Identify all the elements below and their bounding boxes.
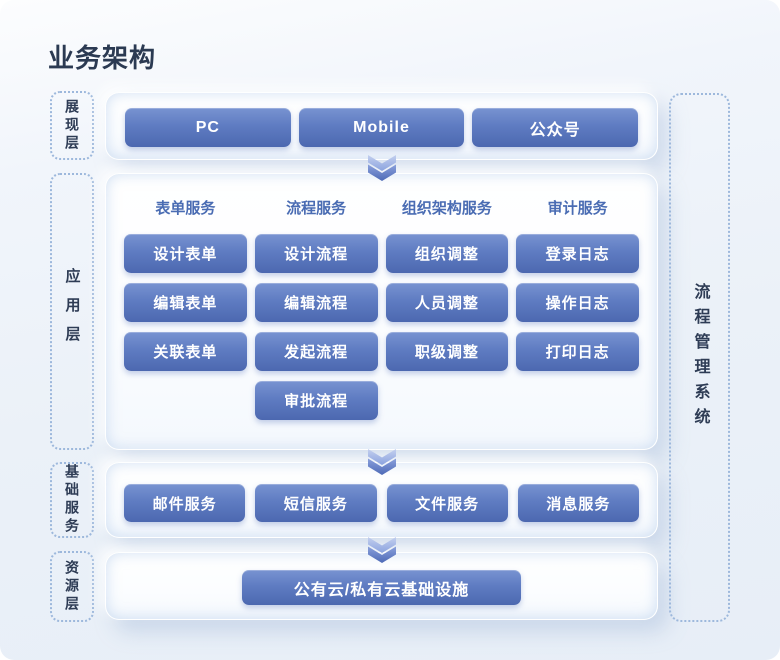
service-group-header: 流程服务 [286,200,347,217]
chevron-double-down-icon [368,449,396,475]
node-official-account: 公众号 [472,108,639,147]
node-rank-adjust: 职级调整 [385,332,509,371]
node-edit-process: 编辑流程 [254,283,378,322]
node-org-adjust: 组织调整 [385,234,509,273]
page-title: 业务架构 [48,43,157,73]
presentation-node-row: PC Mobile 公众号 [106,93,657,147]
chevron-double-down-icon [368,155,396,181]
layer-label-text: 基础服务 [64,464,80,536]
layer-label-basic-services: 基础服务 [50,462,94,538]
node-design-process: 设计流程 [254,234,378,273]
resource-node-row: 公有云/私有云基础设施 [106,553,657,605]
layer-label-text: 应用层 [63,268,81,355]
node-cloud-infrastructure: 公有云/私有云基础设施 [242,570,521,605]
node-mail-service: 邮件服务 [124,484,246,522]
basic-services-row: 邮件服务 短信服务 文件服务 消息服务 [106,463,657,522]
layer-label-resource: 资源层 [50,551,94,622]
node-login-log: 登录日志 [516,234,639,273]
layer-label-application: 应用层 [50,173,94,450]
service-group-form: 表单服务 设计表单 编辑表单 关联表单 [124,197,247,420]
node-design-form: 设计表单 [124,234,247,273]
layer-label-text: 资源层 [64,559,80,614]
service-group-header: 表单服务 [155,200,216,217]
layer-label-text: 展现层 [64,98,80,153]
service-group-audit: 审计服务 登录日志 操作日志 打印日志 [516,197,639,420]
layer-label-presentation: 展现层 [50,91,94,160]
service-group-header: 组织架构服务 [401,200,492,217]
service-group-organization: 组织架构服务 组织调整 人员调整 职级调整 [385,197,509,420]
node-sms-service: 短信服务 [255,484,377,522]
side-panel-label: 流程管理系统 [691,282,709,433]
node-message-service: 消息服务 [517,484,639,522]
presentation-layer-panel: PC Mobile 公众号 [105,92,658,160]
service-group-header: 审计服务 [547,200,608,217]
application-layer-panel: 表单服务 设计表单 编辑表单 关联表单 流程服务 设计流程 编辑流程 发起流程 … [105,173,658,450]
node-start-process: 发起流程 [254,332,378,371]
node-staff-adjust: 人员调整 [385,283,509,322]
chevron-double-down-icon [368,537,396,563]
node-approve-process: 审批流程 [254,381,378,420]
node-edit-form: 编辑表单 [124,283,247,322]
node-print-log: 打印日志 [516,332,639,371]
node-link-form: 关联表单 [124,332,247,371]
application-service-grid: 表单服务 设计表单 编辑表单 关联表单 流程服务 设计流程 编辑流程 发起流程 … [106,174,657,420]
node-pc: PC [125,108,291,147]
side-panel-process-management-system: 流程管理系统 [669,93,730,622]
node-mobile: Mobile [298,108,465,147]
service-group-process: 流程服务 设计流程 编辑流程 发起流程 审批流程 [254,197,378,420]
node-file-service: 文件服务 [386,484,508,522]
node-operation-log: 操作日志 [516,283,639,322]
